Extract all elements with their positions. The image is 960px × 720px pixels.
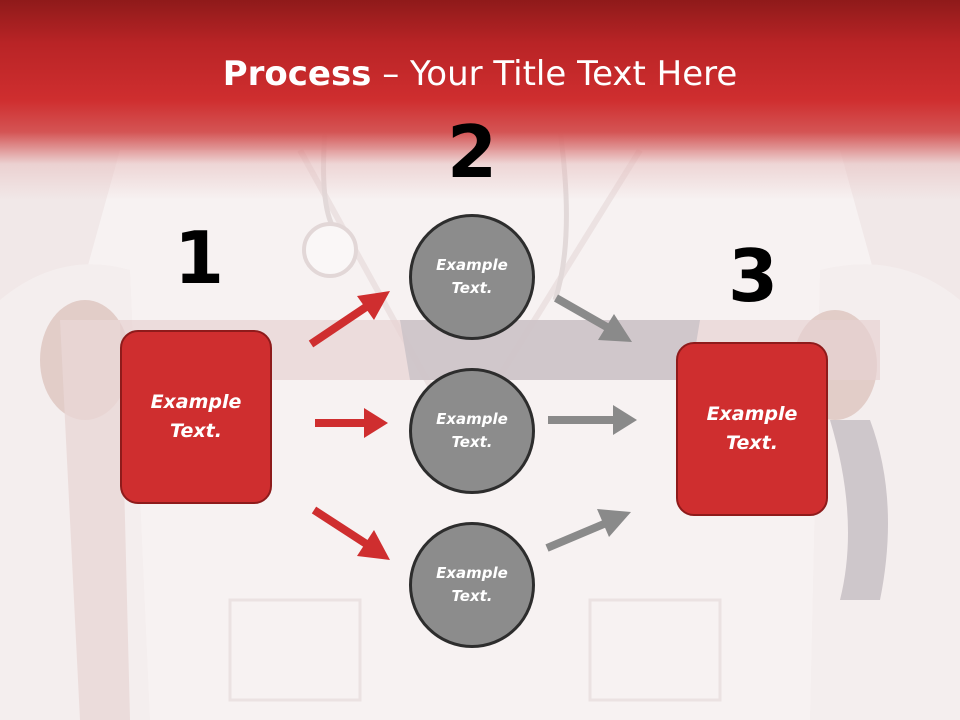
title-rest: – Your Title Text Here <box>371 54 738 94</box>
step-box-left-text: Example Text. <box>150 391 242 442</box>
arrow-gray-down <box>554 294 632 342</box>
step-circle-middle-text: Example Text. <box>436 410 508 451</box>
arrow-red-up <box>308 291 390 348</box>
step-box-right-text: Example Text. <box>706 403 798 454</box>
step-box-right: Example Text. <box>676 342 828 516</box>
step-circle-top: Example Text. <box>409 214 535 340</box>
step-number-1: 1 <box>173 216 225 300</box>
arrow-red-down <box>311 506 390 560</box>
arrow-gray-right <box>548 405 637 435</box>
step-circle-top-text: Example Text. <box>436 256 508 297</box>
header-band <box>0 0 960 200</box>
arrow-gray-up <box>545 509 631 552</box>
title-bold: Process <box>222 54 372 94</box>
step-box-left: Example Text. <box>120 330 272 504</box>
step-number-2: 2 <box>446 110 498 194</box>
step-number-3: 3 <box>727 234 779 318</box>
arrow-red-right <box>315 408 388 438</box>
step-circle-bottom-text: Example Text. <box>436 564 508 605</box>
step-circle-bottom: Example Text. <box>409 522 535 648</box>
slide-title: Process – Your Title Text Here <box>0 52 960 96</box>
step-circle-middle: Example Text. <box>409 368 535 494</box>
